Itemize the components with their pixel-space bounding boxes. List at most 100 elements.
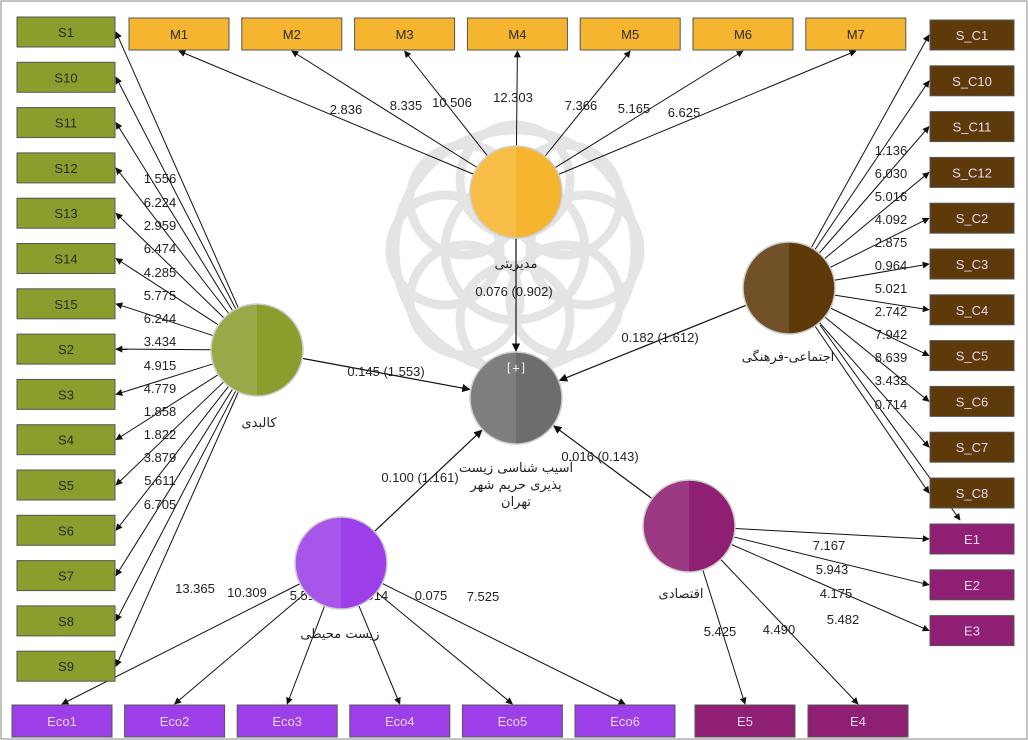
physical-loading-12: 1.822 <box>144 427 177 442</box>
indicator-box-m7[interactable] <box>805 17 907 51</box>
economic-loading-2: 5.943 <box>816 562 849 577</box>
physical-loading-5: 4.285 <box>144 265 177 280</box>
indicator-box-s11[interactable] <box>16 107 116 139</box>
environment-link-1 <box>61 583 301 705</box>
indicator-label: E2 <box>964 578 980 593</box>
target-construct[interactable] <box>469 351 563 445</box>
indicator-box-s7[interactable] <box>16 560 116 592</box>
indicator-box-e1[interactable] <box>929 523 1015 555</box>
indicator-box-e5[interactable] <box>694 704 796 738</box>
indicator-label: M3 <box>396 27 414 42</box>
physical-link-15 <box>115 391 239 667</box>
indicator-box-eco2[interactable] <box>124 704 226 738</box>
physical-loading-13: 3.879 <box>144 450 177 465</box>
indicator-box-eco6[interactable] <box>574 704 676 738</box>
indicator-box-s13[interactable] <box>16 197 116 229</box>
indicator-box-s8[interactable] <box>16 605 116 637</box>
indicator-label: S_C4 <box>956 303 989 318</box>
indicator-box-s-c10[interactable] <box>929 65 1015 97</box>
environment-construct[interactable] <box>294 516 388 610</box>
physical-link-3 <box>115 122 234 312</box>
social-loading-5: 2.875 <box>875 235 908 250</box>
indicator-label: S5 <box>58 478 74 493</box>
economic-link-1 <box>734 527 930 543</box>
social-link-8 <box>830 307 930 357</box>
indicator-label: S4 <box>58 433 74 448</box>
social-link-11 <box>814 325 930 494</box>
indicator-box-s1[interactable] <box>16 16 116 48</box>
indicator-box-m3[interactable] <box>354 17 456 51</box>
management-loading-3: 10.506 <box>432 95 472 110</box>
indicator-box-s-c11[interactable] <box>929 111 1015 143</box>
physical-loading-2: 6.224 <box>144 195 177 210</box>
management-construct[interactable] <box>469 145 563 239</box>
indicator-label: S_C2 <box>956 211 989 226</box>
indicator-box-s-c1[interactable] <box>929 19 1015 51</box>
indicator-box-s10[interactable] <box>16 61 116 93</box>
indicator-box-m2[interactable] <box>241 17 343 51</box>
economic-construct[interactable] <box>642 479 736 573</box>
link-layer <box>61 31 961 705</box>
social-loading-1: 1.136 <box>875 143 908 158</box>
indicator-box-eco1[interactable] <box>11 704 113 738</box>
indicator-box-m1[interactable] <box>128 17 230 51</box>
social-link-2 <box>814 80 930 251</box>
indicator-box-s-c7[interactable] <box>929 431 1015 463</box>
physical-construct[interactable] <box>210 303 304 397</box>
management-label: مدیریتی <box>495 257 538 272</box>
indicator-box-s3[interactable] <box>16 378 116 410</box>
physical-loading-3: 2.959 <box>144 218 177 233</box>
indicator-box-s-c12[interactable] <box>929 156 1015 188</box>
indicator-box-s5[interactable] <box>16 469 116 501</box>
economic-loading-1: 7.167 <box>813 538 846 553</box>
indicator-box-s4[interactable] <box>16 424 116 456</box>
target-label-line3: تهران <box>501 495 531 510</box>
economic-loading-3: 4.175 <box>820 586 853 601</box>
management-loading-1: 2.836 <box>330 102 363 117</box>
social-link-5 <box>829 217 930 268</box>
social-loading-11: 3.432 <box>875 373 908 388</box>
indicator-label: Eco5 <box>498 714 528 729</box>
social-link-7 <box>834 294 930 313</box>
indicator-box-s2[interactable] <box>16 333 116 365</box>
construct-circles: [+] <box>210 145 836 610</box>
indicator-box-s-c3[interactable] <box>929 248 1015 280</box>
indicator-box-s-c4[interactable] <box>929 294 1015 326</box>
physical-label: کالبدی <box>241 416 277 431</box>
indicator-box-s-c5[interactable] <box>929 340 1015 372</box>
indicator-box-eco3[interactable] <box>236 704 338 738</box>
indicator-label: M1 <box>170 27 188 42</box>
indicator-box-m5[interactable] <box>579 17 681 51</box>
indicator-box-eco4[interactable] <box>349 704 451 738</box>
indicator-box-s-c8[interactable] <box>929 477 1015 509</box>
indicator-label: M7 <box>847 27 865 42</box>
indicator-box-e2[interactable] <box>929 569 1015 601</box>
social-to-target-path <box>558 304 747 382</box>
indicator-box-eco5[interactable] <box>461 704 563 738</box>
indicator-box-s12[interactable] <box>16 152 116 184</box>
environment-label: زیست محیطی <box>300 627 379 642</box>
management-link-5 <box>544 50 631 157</box>
indicator-box-s14[interactable] <box>16 243 116 274</box>
indicator-box-s-c6[interactable] <box>929 385 1015 417</box>
indicator-box-s15[interactable] <box>16 288 116 320</box>
indicator-label: S_C10 <box>952 74 992 89</box>
indicator-box-e4[interactable] <box>807 704 909 738</box>
physical-link-14 <box>115 390 237 622</box>
indicator-box-s6[interactable] <box>16 514 116 546</box>
indicator-box-e3[interactable] <box>929 615 1015 647</box>
social-label: اجتماعی-فرهنگی <box>742 349 835 365</box>
indicator-box-m6[interactable] <box>692 17 794 51</box>
management-loading-6: 5.165 <box>618 101 651 116</box>
indicator-box-s-c2[interactable] <box>929 202 1015 234</box>
indicator-box-m4[interactable] <box>466 17 568 51</box>
indicator-label: S8 <box>58 614 74 629</box>
indicator-label: S13 <box>54 206 77 221</box>
environment-link-2 <box>174 592 307 705</box>
environment-loading-5: 0.075 <box>415 588 448 603</box>
expand-badge[interactable]: [+] <box>505 361 527 375</box>
indicator-box-s9[interactable] <box>16 650 116 682</box>
indicator-label: Eco4 <box>385 714 415 729</box>
social-construct[interactable] <box>742 241 836 335</box>
